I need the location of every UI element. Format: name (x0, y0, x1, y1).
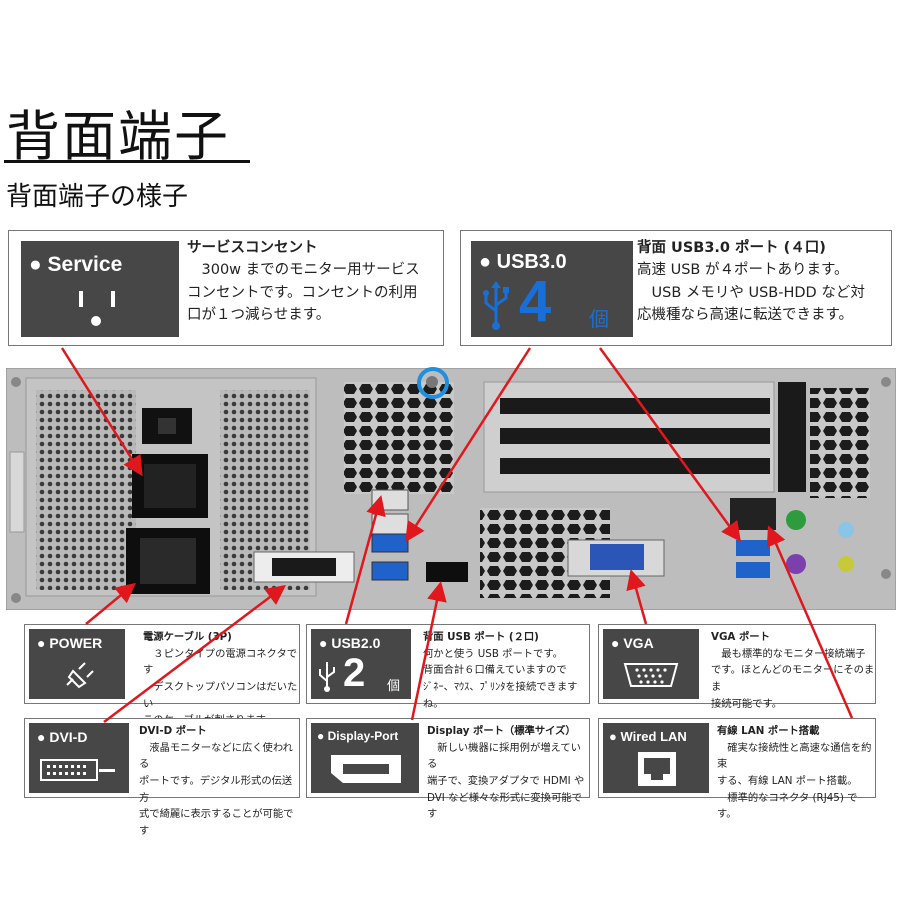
lan-port-icon (638, 752, 676, 786)
vga-label: ● VGA (611, 635, 654, 651)
dvi-line-3: 式で綺麗に表示することが可能です (139, 808, 294, 838)
dvi-line-2: ポートです。デジタル形式の伝送方 (139, 775, 293, 804)
lan-heading: 有線 LAN ポート搭載 (717, 725, 820, 737)
displayport-line-2: 端子で、変換アダプタで HDMI や (427, 775, 585, 788)
usb3-line-2: USB メモリや USB-HDD など対 (637, 284, 865, 301)
service-line-2: コンセントです。コンセントの利用 (187, 284, 418, 301)
dvi-heading: DVI-D ポート (139, 725, 207, 737)
usb2-unit: 個 (387, 679, 401, 694)
vga-callout: ● VGA VGA ポート 最も標準的なモニター接続端子 です。ほとんどのモニタ… (598, 624, 876, 710)
displayport-heading: Display ポート（標準サイズ） (427, 725, 576, 737)
service-tile: ● Service (21, 241, 179, 337)
lan-description: 有線 LAN ポート搭載 確実な接続性と高速な通信を約束 する、有線 LAN ポ… (717, 723, 875, 823)
power-line-2: デスクトップパソコンはだいたい (143, 681, 298, 710)
usb2-callout: ● USB2.0 2 個 背面 USB ポート (２口) 何かと使う USB ポ… (306, 624, 590, 710)
outlet-icon (79, 291, 115, 326)
usb2-line-3: ｼﾞﾈｰ、ﾏｳｽ、ﾌﾟﾘﾝﾀを接続できますね。 (423, 681, 578, 710)
usb2-line-1: 何かと使う USB ポートです。 (423, 647, 563, 660)
dvi-line-1: 液晶モニターなどに広く使われる (139, 741, 293, 771)
usb3-count: 4 (519, 269, 552, 334)
dvi-description: DVI-D ポート 液晶モニターなどに広く使われる ポートです。デジタル形式の伝… (139, 723, 299, 840)
usb2-description: 背面 USB ポート (２口) 何かと使う USB ポートです。 背面合計６口備… (423, 629, 589, 712)
vga-line-2: です。ほとんどのモニターにそのまま (711, 664, 875, 694)
power-tile: ● POWER (29, 629, 125, 699)
rear-panel-photo (6, 368, 896, 610)
vga-tile: ● VGA (603, 629, 699, 699)
power-description: 電源ケーブル (3P) ３ピンタイプの電源コネクタです デスクトップパソコンはだ… (143, 629, 299, 729)
usb3-label: ● USB3.0 (479, 251, 567, 273)
vga-connector-icon (623, 663, 679, 687)
displayport-label: ● Display-Port (317, 729, 399, 743)
page-subtitle: 背面端子の様子 (6, 182, 189, 212)
title-underline (4, 160, 250, 163)
dvi-connector-icon (40, 759, 115, 781)
displayport-connector-icon (331, 755, 401, 783)
power-callout: ● POWER 電源ケーブル (3P) ３ピンタイプの電源コネクタです デスクト… (24, 624, 300, 726)
service-heading: サービスコンセント (187, 240, 318, 256)
lan-line-2: する、有線 LAN ポート搭載。 (717, 775, 858, 788)
page-title: 背面端子 (6, 105, 230, 168)
displayport-line-1: 新しい機器に採用例が増えている (427, 741, 581, 771)
displayport-description: Display ポート（標準サイズ） 新しい機器に採用例が増えている 端子で、変… (427, 723, 589, 823)
usb2-count: 2 (343, 651, 366, 695)
lan-tile: ● Wired LAN (603, 723, 709, 793)
service-line-3: 口が１つ減らせます。 (187, 307, 331, 324)
lan-label: ● Wired LAN (609, 729, 687, 744)
usb3-tile: ● USB3.0 4 個 (471, 241, 633, 337)
power-label: ● POWER (37, 635, 103, 651)
usb3-line-3: 応機種なら高速に転送できます。 (637, 307, 854, 324)
service-description: サービスコンセント 300w までのモニター用サービス コンセントです。コンセン… (187, 237, 441, 327)
usb-icon (319, 662, 335, 692)
displayport-tile: ● Display-Port (311, 723, 419, 793)
displayport-line-3: DVI など様々な形式に変換可能です (427, 791, 582, 821)
lan-callout: ● Wired LAN 有線 LAN ポート搭載 確実な接続性と高速な通信を約束… (598, 718, 876, 820)
usb3-description: 背面 USB3.0 ポート (４口) 高速 USB が４ポートあります。 USB… (637, 237, 891, 327)
dvi-tile: ● DVI-D (29, 723, 129, 793)
vga-line-1: 最も標準的なモニター接続端子 (711, 647, 866, 660)
power-line-1: ３ピンタイプの電源コネクタです (143, 647, 298, 677)
service-label: ● Service (29, 253, 123, 276)
lan-line-1: 確実な接続性と高速な通信を約束 (717, 741, 872, 771)
vga-line-3: 接続可能です。 (711, 697, 783, 710)
power-plug-icon (66, 662, 94, 689)
usb3-unit: 個 (589, 307, 609, 331)
dvi-callout: ● DVI-D DVI-D ポート 液晶モニターなどに広く使われる ポートです。… (24, 718, 300, 837)
usb2-tile: ● USB2.0 2 個 (311, 629, 411, 699)
usb2-heading: 背面 USB ポート (２口) (423, 631, 539, 643)
dvi-label: ● DVI-D (37, 729, 88, 745)
service-callout: ● Service サービスコンセント 300w までのモニター用サービス コン… (8, 230, 444, 346)
usb2-label: ● USB2.0 (319, 635, 381, 651)
vga-heading: VGA ポート (711, 631, 770, 643)
usb3-heading: 背面 USB3.0 ポート (４口) (637, 240, 826, 256)
power-heading: 電源ケーブル (3P) (143, 631, 232, 643)
usb2-line-2: 背面合計６口備えていますので (423, 664, 567, 677)
usb3-line-1: 高速 USB が４ポートあります。 (637, 262, 849, 279)
displayport-callout: ● Display-Port Display ポート（標準サイズ） 新しい機器に… (306, 718, 590, 820)
vga-description: VGA ポート 最も標準的なモニター接続端子 です。ほとんどのモニターにそのまま… (711, 629, 875, 712)
service-line-1: 300w までのモニター用サービス (187, 262, 420, 279)
usb-icon (483, 281, 509, 330)
lan-line-3: 標準的なコネクタ (RJ45) です。 (717, 791, 858, 821)
usb3-callout: ● USB3.0 4 個 背面 USB3.0 ポート (４口) 高速 USB が… (460, 230, 892, 346)
